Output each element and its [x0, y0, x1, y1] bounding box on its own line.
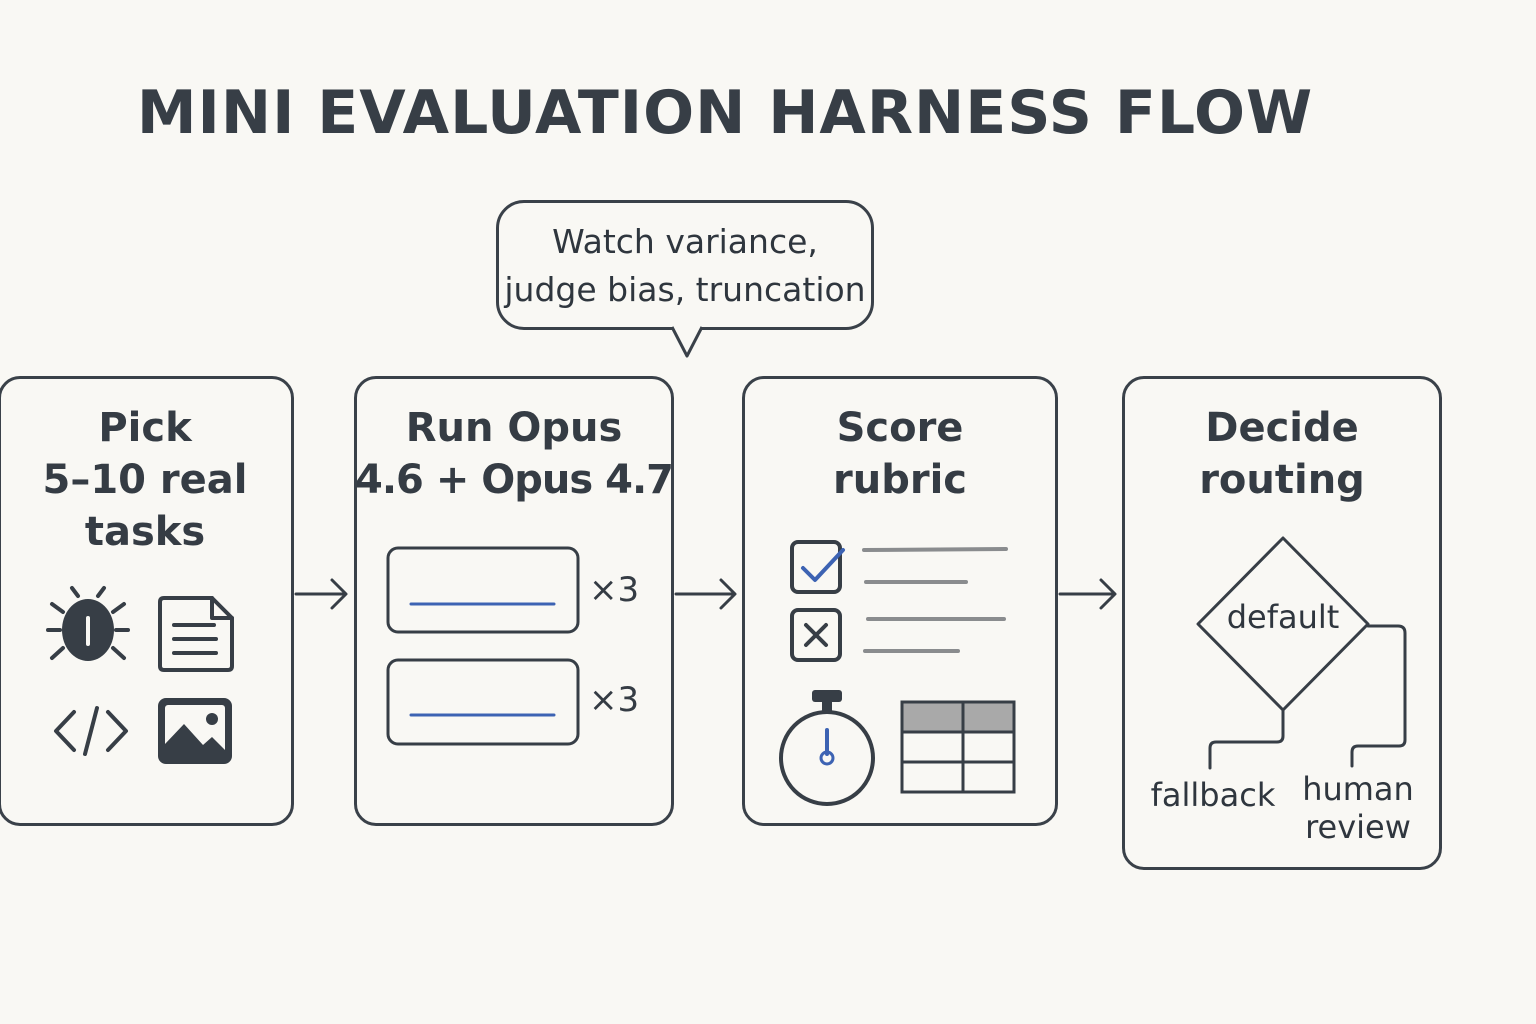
- run-multiplier: ×3: [589, 680, 640, 720]
- arrow-pick-to-run: [294, 578, 348, 610]
- image-icon: [158, 698, 232, 764]
- step-title: Run Opus 4.6 + Opus 4.7: [354, 402, 674, 506]
- document-icon: [158, 596, 234, 672]
- outcome-line: review: [1305, 808, 1411, 846]
- step-title: Score rubric: [742, 402, 1058, 506]
- callout-line: judge bias, truncation: [504, 270, 866, 309]
- bug-icon: [46, 586, 130, 661]
- decision-diamond: [1196, 536, 1370, 712]
- step-title-line: Run Opus: [405, 405, 623, 451]
- decision-label: default: [1226, 598, 1340, 636]
- outcome-line: fallback: [1150, 776, 1276, 814]
- outcome-line: human: [1302, 770, 1414, 808]
- arrow-run-to-score: [674, 578, 737, 610]
- arrow-score-to-decide: [1058, 578, 1117, 610]
- step-score-rubric: [742, 376, 1058, 826]
- step-decide-routing: [1122, 376, 1442, 870]
- outcome-human-review: human review: [1296, 770, 1420, 846]
- step-title-line: tasks: [84, 509, 206, 555]
- step-title: Pick 5–10 real tasks: [0, 402, 290, 558]
- step-pick-tasks: [0, 376, 294, 826]
- callout-text: Watch variance, judge bias, truncation: [496, 218, 874, 314]
- run-bar-2: [386, 658, 580, 746]
- callout-bubble: [496, 200, 874, 330]
- step-title-line: Pick: [98, 405, 192, 451]
- callout-line: Watch variance,: [552, 222, 818, 261]
- checkbox-x-icon: [790, 608, 842, 662]
- outcome-fallback: fallback: [1146, 776, 1280, 814]
- run-bar-1: [386, 546, 580, 634]
- step-title-line: Score: [836, 405, 964, 451]
- run-multiplier: ×3: [589, 570, 640, 610]
- table-icon: [900, 700, 1016, 794]
- code-icon: [54, 706, 128, 756]
- step-title-line: 5–10 real: [42, 457, 248, 503]
- diagram-title: MINI EVALUATION HARNESS FLOW: [136, 78, 1314, 148]
- step-title-line: routing: [1199, 457, 1365, 503]
- step-title: Decide routing: [1122, 402, 1442, 506]
- step-title-line: Decide: [1205, 405, 1359, 451]
- rubric-lines: [862, 547, 1008, 653]
- step-title-line: rubric: [833, 457, 967, 503]
- checkbox-checked-icon: [790, 540, 845, 594]
- branch-connectors: [1208, 624, 1407, 770]
- step-title-line: 4.6 + Opus 4.7: [355, 457, 674, 503]
- step-run-models: [354, 376, 674, 826]
- callout-tail: [670, 326, 704, 358]
- stopwatch-icon: [779, 690, 875, 806]
